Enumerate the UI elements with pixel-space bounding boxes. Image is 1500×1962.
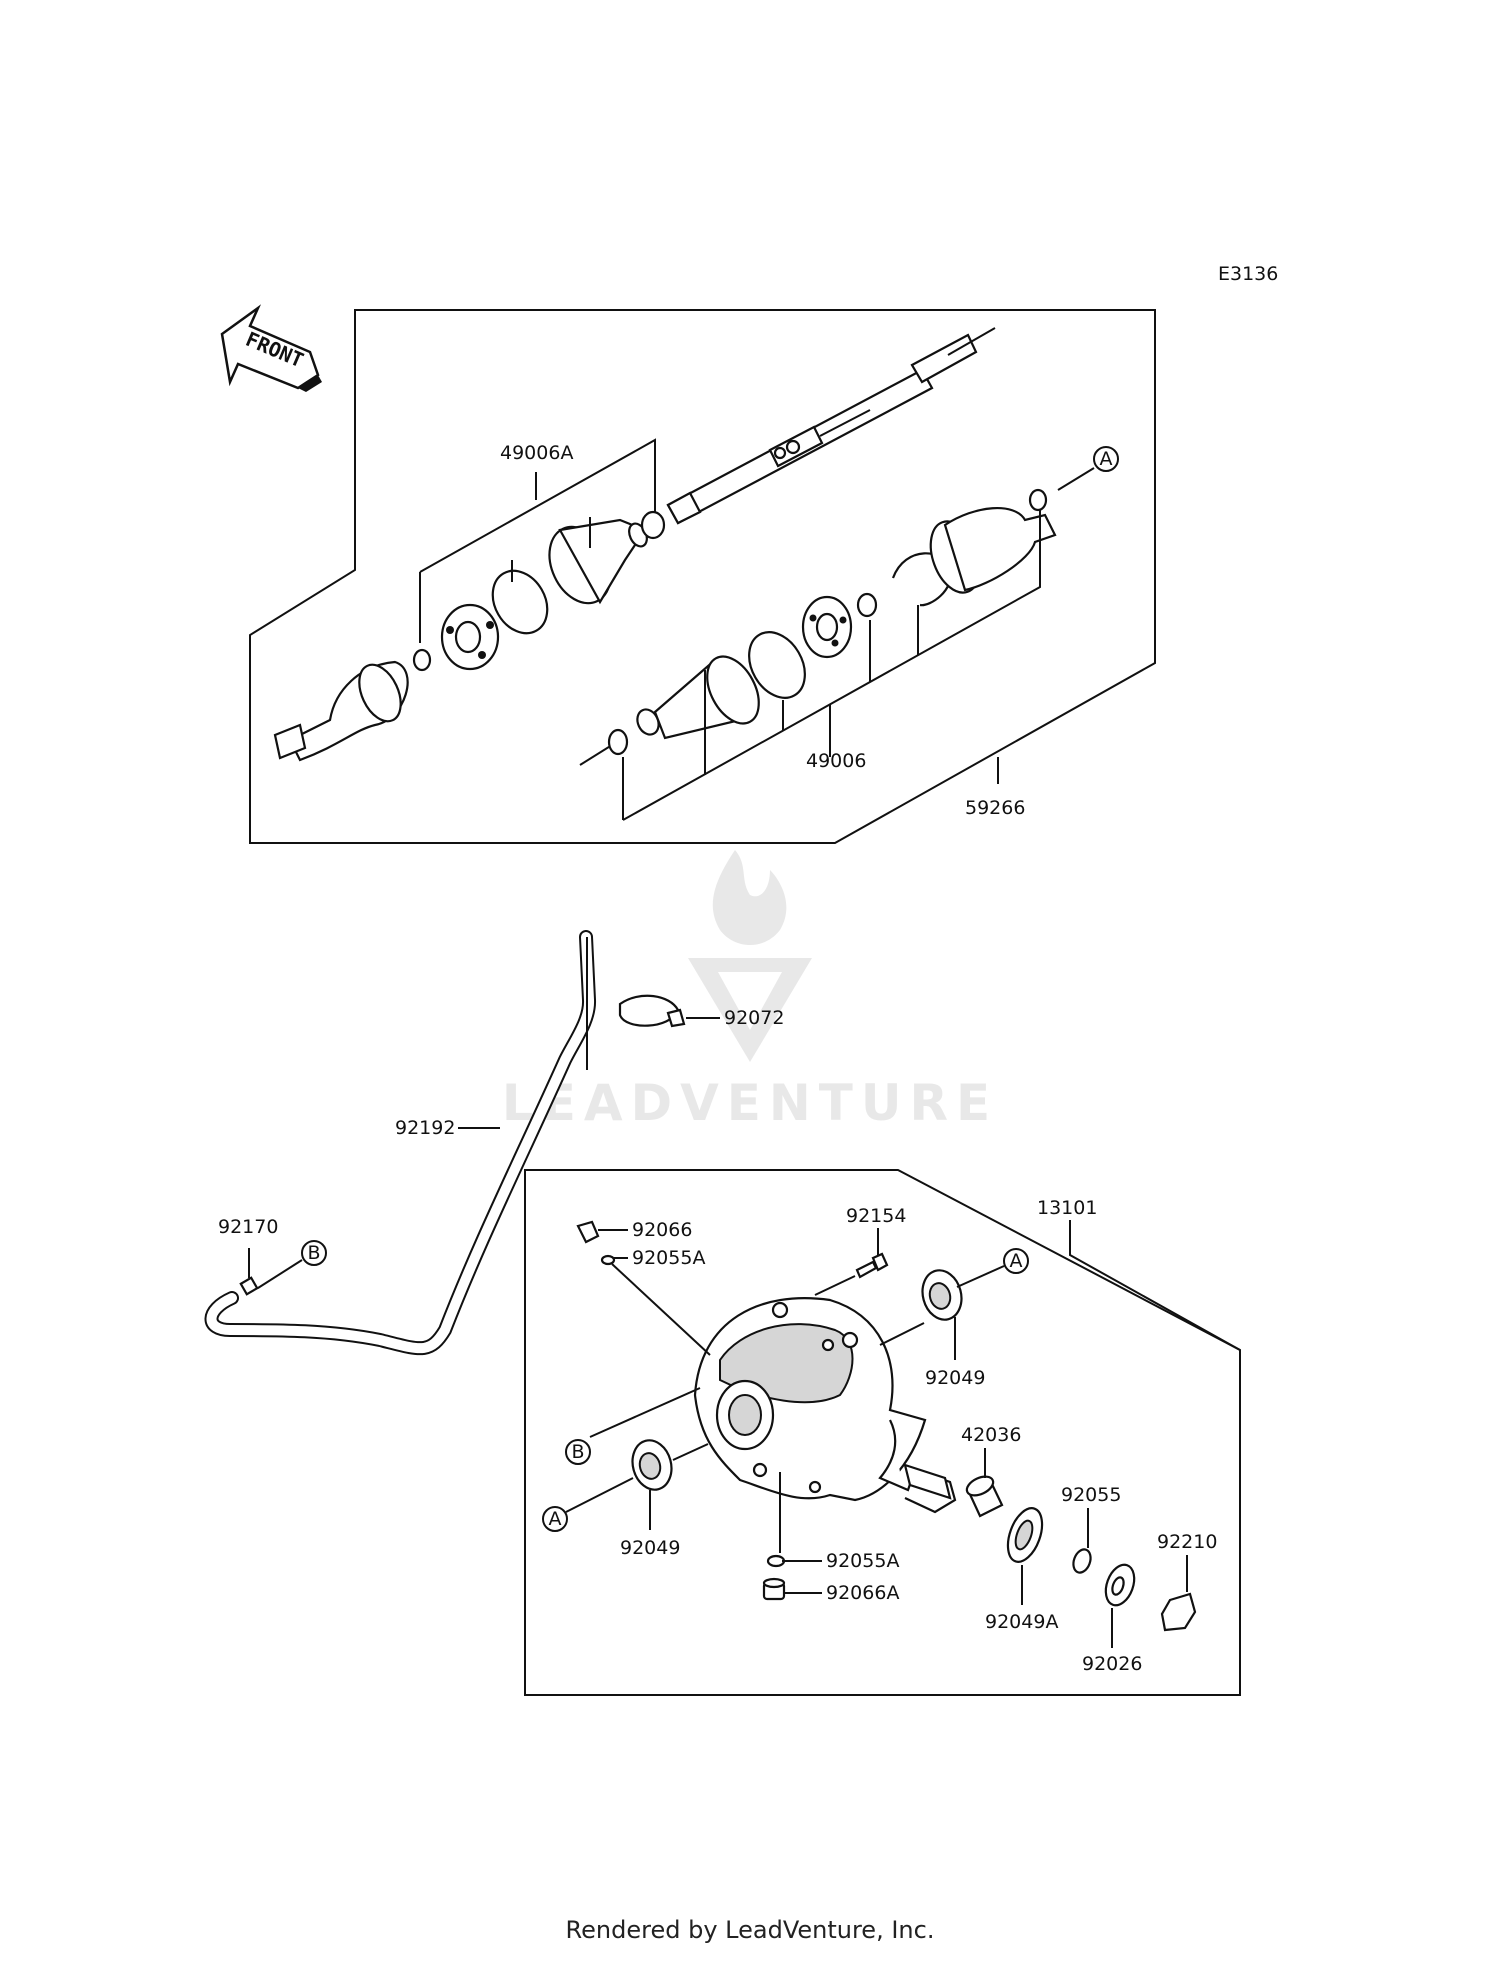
- circlip-end: [1028, 488, 1048, 512]
- diagram-code: E3136: [1218, 263, 1278, 285]
- watermark-logo: LEADVENTURE: [502, 850, 998, 1132]
- washer-92026: [1104, 1563, 1136, 1607]
- bolt-92154: [855, 1252, 889, 1279]
- label-92072: 92072: [724, 1007, 784, 1029]
- leader-lines-upper: [419, 438, 1095, 821]
- label-13101: 13101: [1037, 1197, 1097, 1219]
- circlip-left: [412, 648, 432, 672]
- oil-seal-92049-right: [921, 1269, 963, 1321]
- callout-b-hose-text: B: [307, 1242, 320, 1264]
- label-49006: 49006: [806, 750, 866, 772]
- breather-hose: [204, 930, 596, 1356]
- callout-a-right-text: A: [1010, 1250, 1023, 1272]
- drive-shaft: [579, 327, 996, 766]
- small-ring-lower: [607, 728, 629, 756]
- boot-lower: [636, 655, 760, 740]
- bearing-cage-right: [801, 595, 853, 659]
- nut-92210: [1160, 1592, 1197, 1632]
- footer-credit: Rendered by LeadVenture, Inc.: [565, 1916, 935, 1944]
- label-92055: 92055: [1061, 1484, 1121, 1506]
- label-92066: 92066: [632, 1219, 692, 1241]
- hose-clamp-band: [618, 994, 686, 1028]
- label-42036: 42036: [961, 1424, 1021, 1446]
- shaft-assembly-frame: [249, 309, 1156, 844]
- collar-42036: [965, 1475, 1004, 1518]
- callout-a-top: [1093, 446, 1119, 472]
- inner-cv-joint: [929, 507, 1057, 594]
- front-arrow-icon: FRONT: [220, 304, 322, 392]
- callout-a-right: [1003, 1248, 1029, 1274]
- boot-band-lower: [748, 631, 806, 699]
- watermark-text: LEADVENTURE: [502, 1074, 998, 1132]
- callout-a-left-text: A: [549, 1508, 562, 1530]
- callout-b-case: [565, 1439, 591, 1465]
- oil-seal-92049A: [1006, 1507, 1044, 1563]
- plug-92066: [576, 1220, 600, 1244]
- label-59266: 59266: [965, 797, 1025, 819]
- label-92154: 92154: [846, 1205, 906, 1227]
- gear-case: [693, 1297, 957, 1514]
- label-92192: 92192: [395, 1117, 455, 1139]
- boot-upper: [548, 518, 648, 605]
- small-ring-upper: [640, 510, 666, 540]
- label-49006A: 49006A: [500, 442, 573, 464]
- label-92049-right: 92049: [925, 1367, 985, 1389]
- oring-92055A-bottom: [766, 1554, 786, 1568]
- label-92055A-bottom: 92055A: [826, 1550, 899, 1572]
- circlip-right: [856, 592, 878, 618]
- hose-clip: [239, 1276, 259, 1296]
- callout-a-top-text: A: [1100, 448, 1113, 470]
- oring-92055A-top: [600, 1254, 616, 1266]
- oil-seal-92049-left: [631, 1439, 673, 1491]
- gear-case-frame: [524, 1169, 1241, 1696]
- callout-b-hose: [301, 1240, 327, 1266]
- oring-92055: [1072, 1548, 1092, 1574]
- leader-lines-lower: [565, 1220, 1241, 1648]
- plug-92066A: [762, 1577, 786, 1601]
- callout-a-left: [542, 1506, 568, 1532]
- callout-b-case-text: B: [571, 1441, 584, 1463]
- label-92055A-top: 92055A: [632, 1247, 705, 1269]
- label-92170: 92170: [218, 1216, 278, 1238]
- boot-band-left: [491, 569, 549, 635]
- bearing-cage-left: [440, 603, 500, 671]
- label-92026: 92026: [1082, 1653, 1142, 1675]
- outer-cv-joint: [273, 660, 409, 762]
- label-92049-left: 92049: [620, 1537, 680, 1559]
- label-92210: 92210: [1157, 1531, 1217, 1553]
- label-92049A: 92049A: [985, 1611, 1058, 1633]
- leader-lines-middle: [248, 1017, 720, 1289]
- label-92066A: 92066A: [826, 1582, 899, 1604]
